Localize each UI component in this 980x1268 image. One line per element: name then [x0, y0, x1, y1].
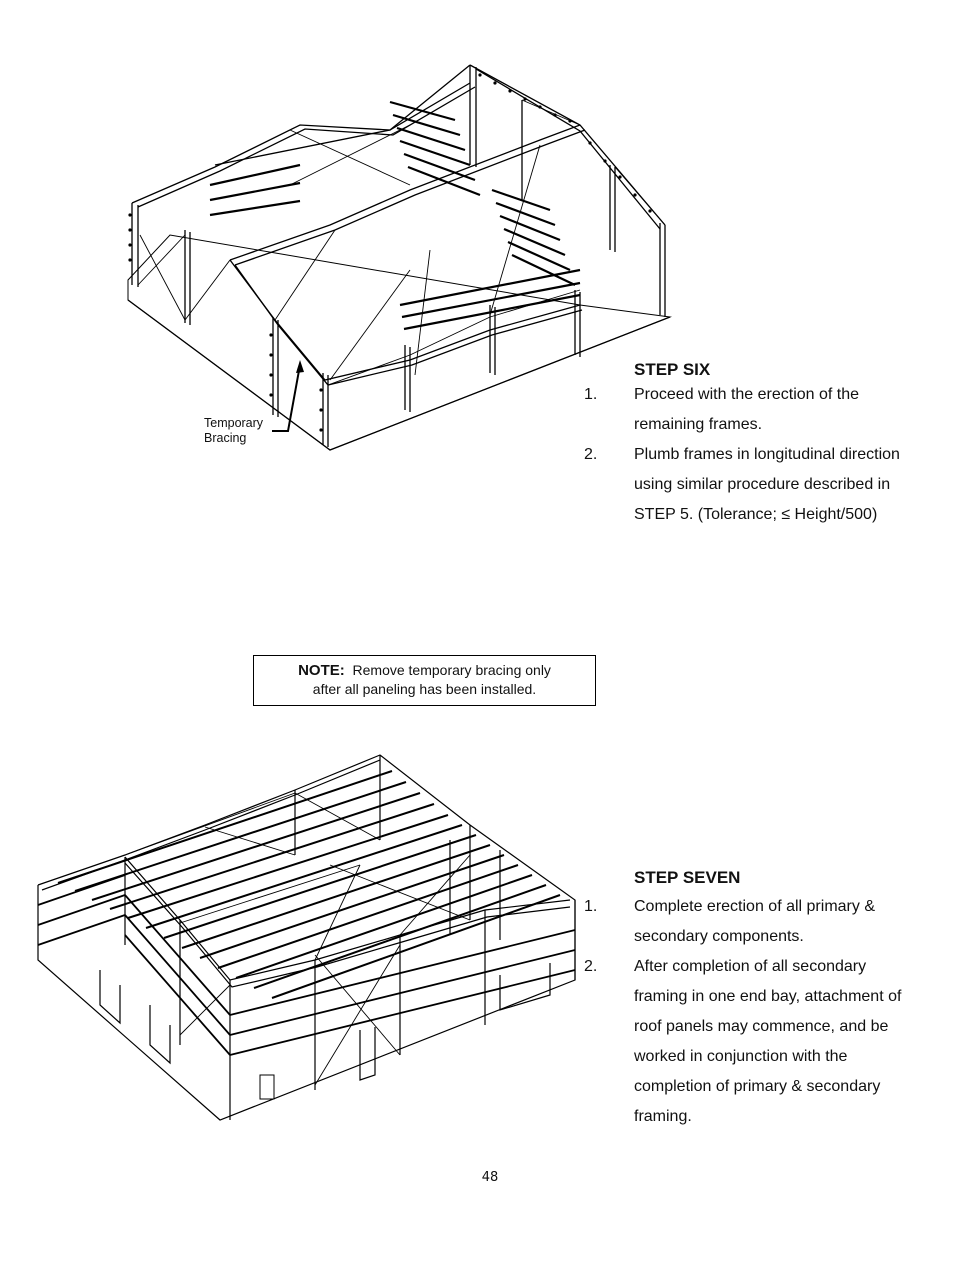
- note-text-2: after all paneling has been installed.: [312, 681, 537, 697]
- note-label: NOTE:: [298, 662, 345, 679]
- page-number: 48: [481, 1170, 499, 1185]
- item-text: Proceed with the erection of the remaini…: [634, 386, 860, 433]
- step-six-title: STEP SIX: [634, 360, 711, 379]
- item-text: After completion of all secondary framin…: [634, 958, 902, 1125]
- step-seven-item-2: 2. After completion of all secondary fra…: [584, 952, 919, 1132]
- callout-line-2: Bracing: [204, 431, 247, 445]
- item-number: 1.: [584, 898, 598, 915]
- step-seven-section: STEP SEVEN 1. Complete erection of all p…: [584, 868, 919, 1132]
- step-six-item-2: 2. Plumb frames in longitudinal directio…: [584, 440, 914, 530]
- step-seven-item-1: 1. Complete erection of all primary & se…: [584, 892, 919, 952]
- temporary-bracing-callout: Temporary Bracing: [204, 416, 263, 446]
- item-number: 2.: [584, 958, 598, 975]
- note-text-1: Remove temporary bracing only: [352, 662, 551, 678]
- step-six-list: 1. Proceed with the erection of the rema…: [584, 380, 914, 530]
- step-six-item-1: 1. Proceed with the erection of the rema…: [584, 380, 914, 440]
- step-seven-title: STEP SEVEN: [634, 868, 741, 887]
- item-text: Complete erection of all primary & secon…: [634, 898, 875, 945]
- step-seven-list: 1. Complete erection of all primary & se…: [584, 892, 919, 1132]
- note-box: NOTE: Remove temporary bracing only afte…: [253, 655, 596, 706]
- building-frames-illustration: [110, 55, 690, 455]
- note-line-1: NOTE: Remove temporary bracing only: [254, 661, 595, 680]
- completed-framing-illustration: [30, 745, 590, 1130]
- item-text: Plumb frames in longitudinal direction u…: [634, 446, 900, 523]
- item-number: 2.: [584, 446, 598, 463]
- item-number: 1.: [584, 386, 598, 403]
- callout-line-1: Temporary: [204, 416, 264, 430]
- step-six-section: STEP SIX 1. Proceed with the erection of…: [584, 360, 914, 530]
